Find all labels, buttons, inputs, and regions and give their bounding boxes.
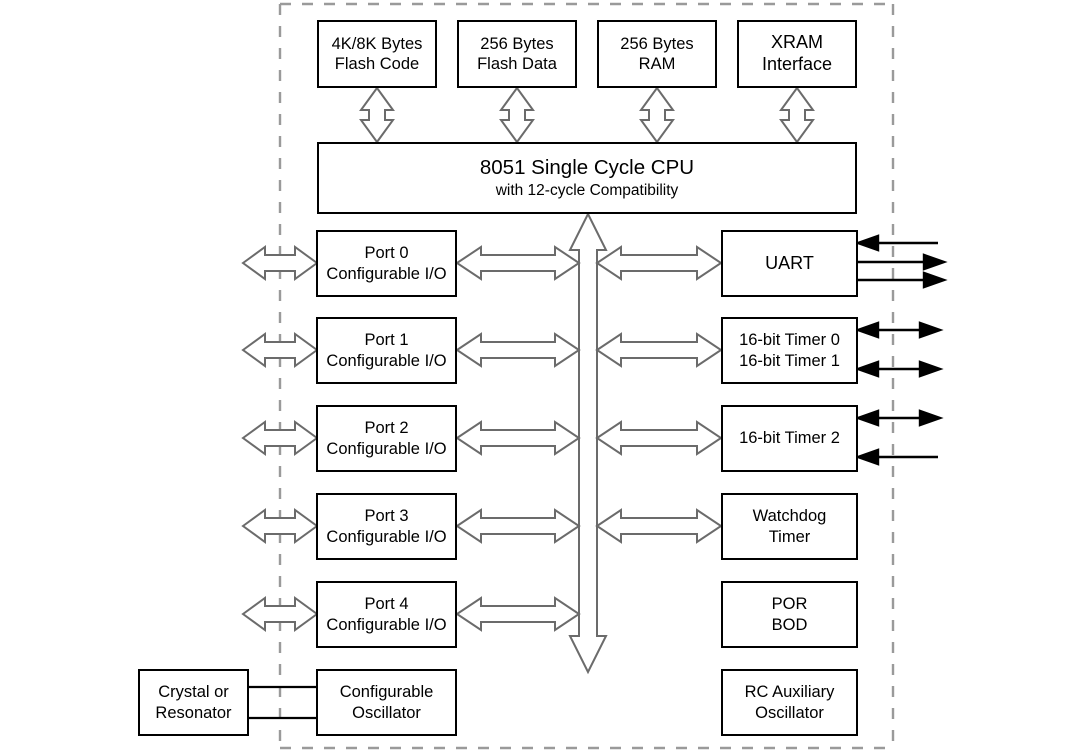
crystal-to-oscillator-lines	[249, 685, 317, 720]
block-rc-auxiliary-oscillator[interactable]: RC Auxiliary Oscillator	[721, 669, 858, 736]
arrow-bus-watchdog	[595, 508, 723, 544]
osc-line2: Oscillator	[352, 703, 421, 722]
port-2-line2: Configurable I/O	[326, 439, 447, 458]
port-3-line2: Configurable I/O	[326, 527, 447, 546]
port-0-line2: Configurable I/O	[326, 264, 447, 283]
block-configurable-oscillator[interactable]: Configurable Oscillator	[316, 669, 457, 736]
block-timers-0-1[interactable]: 16-bit Timer 0 16-bit Timer 1	[721, 317, 858, 384]
por-label: POR	[771, 595, 808, 614]
rc-osc-line1: RC Auxiliary	[744, 683, 835, 702]
block-uart[interactable]: UART	[721, 230, 858, 297]
block-port-0[interactable]: Port 0 Configurable I/O	[316, 230, 457, 297]
arrow-port-1-bus	[455, 332, 581, 368]
block-port-2[interactable]: Port 2 Configurable I/O	[316, 405, 457, 472]
arrow-bus-timer2	[595, 420, 723, 456]
bus-to-peripheral-arrows	[595, 245, 723, 544]
block-cpu[interactable]: 8051 Single Cycle CPU with 12-cycle Comp…	[317, 142, 857, 214]
signal-timer2-bidir	[854, 409, 944, 427]
memory-to-cpu-arrows	[359, 86, 815, 144]
signal-timer2-in	[854, 448, 938, 466]
device-boundary-dashed-rect	[278, 2, 895, 750]
port-1-line1: Port 1	[364, 331, 409, 350]
signal-uart-tx-out-2	[858, 271, 948, 289]
block-crystal-or-resonator[interactable]: Crystal or Resonator	[138, 669, 249, 736]
bod-label: BOD	[771, 615, 808, 634]
internal-bus-arrow	[568, 211, 608, 675]
port-external-arrows	[241, 245, 319, 632]
arrow-port-2-bus	[455, 420, 581, 456]
watchdog-line1: Watchdog	[752, 507, 827, 526]
xram-line2: Interface	[761, 54, 833, 74]
arrow-bus-timer01	[595, 332, 723, 368]
osc-line1: Configurable	[339, 683, 434, 702]
ram-line1: 256 Bytes	[620, 34, 694, 53]
block-flash-data[interactable]: 256 Bytes Flash Data	[457, 20, 577, 88]
port-to-bus-arrows	[455, 245, 581, 632]
crystal-line1: Crystal or	[158, 683, 229, 702]
xram-line1: XRAM	[770, 32, 823, 53]
port-1-line2: Configurable I/O	[326, 351, 447, 370]
arrow-flash-data-cpu	[499, 86, 535, 144]
port-4-line1: Port 4	[364, 595, 409, 614]
arrow-port-4-bus	[455, 596, 581, 632]
signal-timer0-bidir	[854, 321, 944, 339]
port-4-line2: Configurable I/O	[326, 615, 447, 634]
block-flash-code[interactable]: 4K/8K Bytes Flash Code	[317, 20, 437, 88]
cpu-line1: 8051 Single Cycle CPU	[479, 156, 695, 180]
arrow-port-3-bus	[455, 508, 581, 544]
uart-label: UART	[765, 252, 814, 273]
block-watchdog-timer[interactable]: Watchdog Timer	[721, 493, 858, 560]
arrow-flash-code-cpu	[359, 86, 395, 144]
rc-osc-line2: Oscillator	[755, 703, 824, 722]
arrow-ram-cpu	[639, 86, 675, 144]
timer-2-label: 16-bit Timer 2	[739, 429, 840, 448]
port-3-line1: Port 3	[364, 507, 409, 526]
flash-code-line2: Flash Code	[334, 55, 420, 73]
block-timer-2[interactable]: 16-bit Timer 2	[721, 405, 858, 472]
flash-data-line2: Flash Data	[477, 55, 557, 73]
block-ram[interactable]: 256 Bytes RAM	[597, 20, 717, 88]
block-xram-interface[interactable]: XRAM Interface	[737, 20, 857, 88]
port-0-line1: Port 0	[364, 244, 409, 263]
signal-uart-tx-out-1	[858, 253, 948, 271]
arrow-xram-cpu	[779, 86, 815, 144]
timer-1-label: 16-bit Timer 1	[739, 351, 840, 370]
block-port-1[interactable]: Port 1 Configurable I/O	[316, 317, 457, 384]
block-port-4[interactable]: Port 4 Configurable I/O	[316, 581, 457, 648]
signal-timer1-bidir	[854, 360, 944, 378]
arrow-bus-uart	[595, 245, 723, 281]
cpu-line2: with 12-cycle Compatibility	[495, 181, 679, 199]
port-2-line1: Port 2	[364, 419, 409, 438]
timer-0-label: 16-bit Timer 0	[739, 331, 840, 350]
signal-uart-rx-in	[854, 234, 938, 252]
arrow-port-0-bus	[455, 245, 581, 281]
peripheral-external-signals	[854, 234, 948, 466]
block-por-bod[interactable]: POR BOD	[721, 581, 858, 648]
flash-data-line1: 256 Bytes	[480, 34, 554, 53]
block-port-3[interactable]: Port 3 Configurable I/O	[316, 493, 457, 560]
flash-code-line1: 4K/8K Bytes	[331, 34, 423, 53]
ram-line2: RAM	[638, 55, 676, 73]
crystal-line2: Resonator	[155, 703, 232, 722]
watchdog-line2: Timer	[768, 527, 811, 546]
